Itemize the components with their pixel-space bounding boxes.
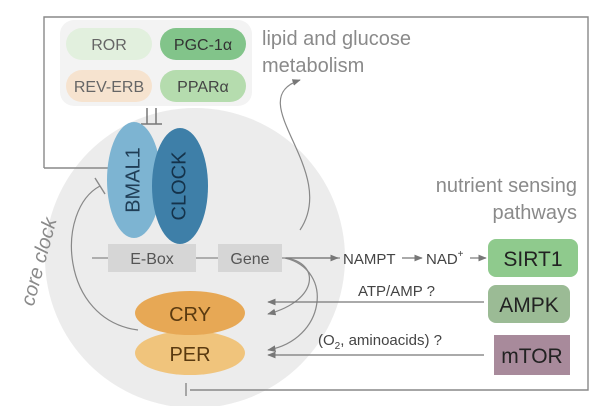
nampt-label: NAMPT [343, 251, 396, 268]
nutrient-label-line2: pathways [493, 202, 578, 224]
cry-label: CRY [169, 304, 211, 326]
nutrient-label-line1: nutrient sensing [436, 175, 577, 197]
lipid-label-line2: metabolism [262, 55, 364, 77]
per-oval [135, 331, 245, 375]
nad-superscript: + [458, 249, 464, 260]
nad-label: NAD+ [426, 249, 464, 268]
gene-box [218, 244, 282, 272]
feedback-loop-line [43, 16, 589, 391]
ror-pill [66, 28, 152, 60]
reverb-label: REV-ERB [74, 79, 144, 96]
repression-loop [70, 185, 139, 331]
ebox-box [108, 244, 196, 272]
mtor-box [494, 335, 570, 375]
ror-label: ROR [91, 37, 127, 54]
mtor-label: mTOR [501, 345, 562, 368]
ppar-pill [160, 70, 246, 102]
pgc-label: PGC-1α [174, 37, 232, 54]
metabolism-arrow [279, 79, 311, 231]
per-label: PER [169, 344, 210, 366]
gene-label: Gene [230, 251, 269, 268]
ebox-label: E-Box [130, 251, 174, 268]
reverb-pill [66, 70, 152, 102]
clock-oval [152, 128, 208, 244]
ampk-label: AMPK [499, 294, 559, 317]
bmal1-label: BMAL1 [122, 147, 144, 213]
pgc-pill [160, 28, 246, 60]
sirt1-label: SIRT1 [503, 248, 562, 271]
repression-bar [94, 177, 106, 195]
o2-subscript: 2 [335, 341, 341, 352]
lipid-label-line1: lipid and glucose [262, 28, 411, 50]
gene-to-cry-arrow [267, 257, 310, 316]
o2-label: (O2, aminoacids) ? [318, 332, 442, 352]
clock-label: CLOCK [168, 151, 190, 221]
ampk-box [488, 285, 570, 323]
cry-oval [135, 291, 245, 335]
ppar-label: PPARα [177, 79, 229, 96]
atp-amp-label: ATP/AMP ? [358, 283, 435, 300]
bmal1-oval [107, 122, 161, 238]
gene-to-per-arrow [267, 257, 318, 352]
sirt1-box [488, 239, 578, 277]
